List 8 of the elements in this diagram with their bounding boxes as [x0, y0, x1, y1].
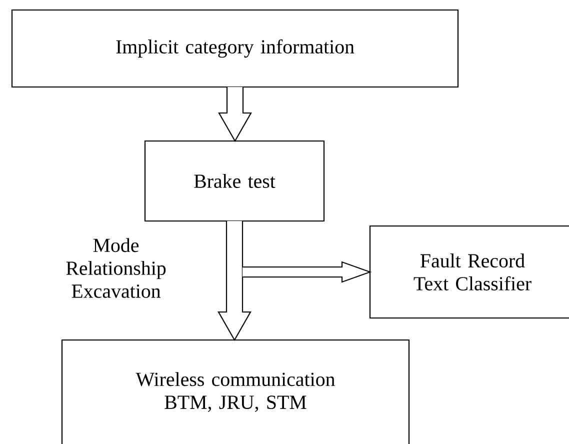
- block-arrow: [218, 220, 252, 342]
- process-box: Brake test: [144, 140, 325, 222]
- process-box: Fault Record Text Classifier: [369, 225, 569, 319]
- edge-label: Mode Relationship Excavation: [66, 238, 166, 298]
- process-box: Wireless communication BTM, JRU, STM: [61, 339, 410, 444]
- block-arrow: [218, 86, 252, 142]
- process-box: Implicit category information: [11, 9, 459, 88]
- block-arrow: [242, 261, 372, 283]
